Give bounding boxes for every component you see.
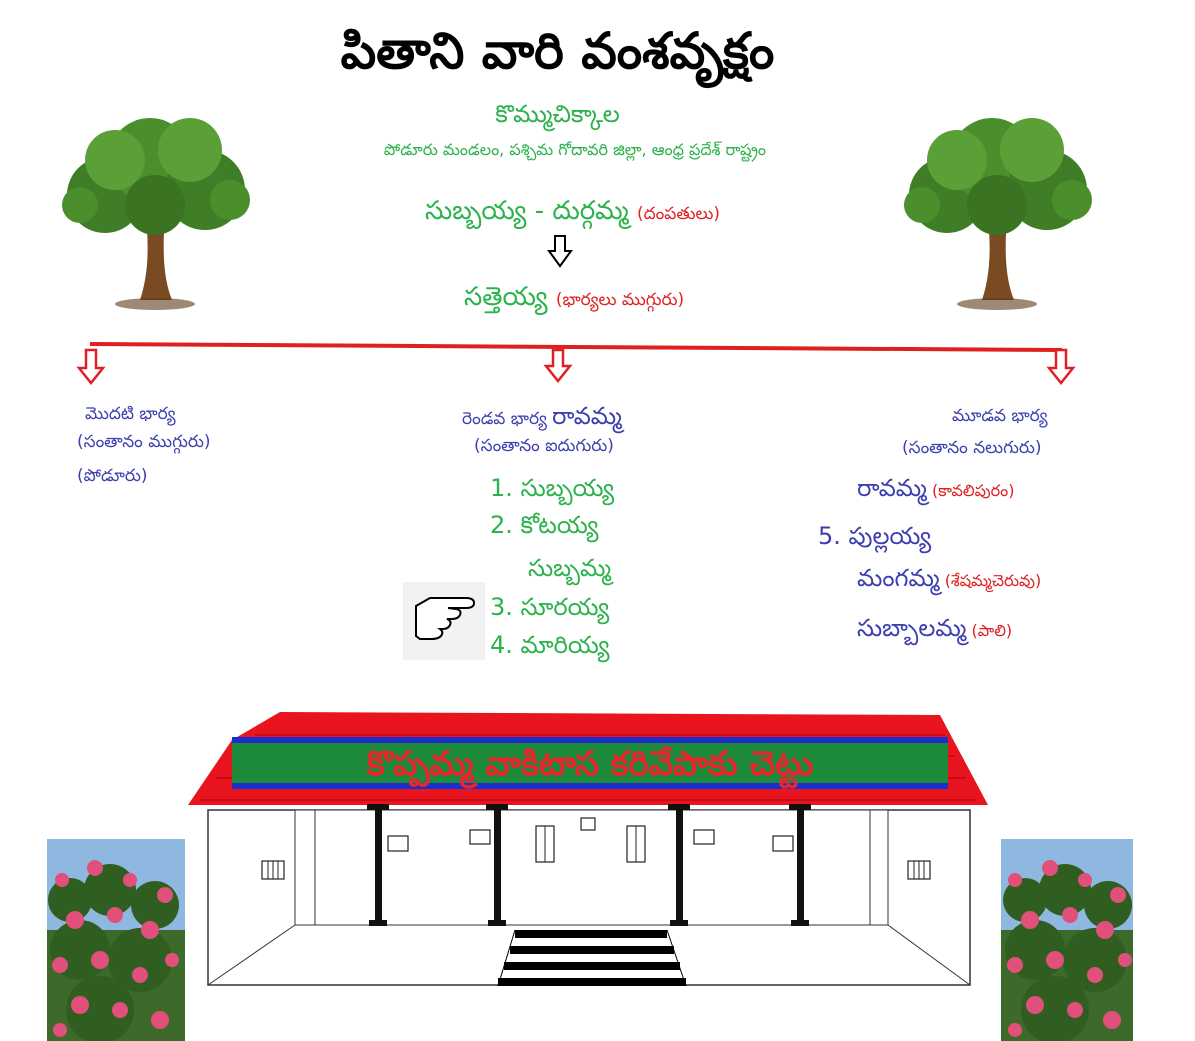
down-arrow-icon	[547, 235, 573, 268]
child-name: మంగమ్మ	[857, 564, 940, 592]
wife-1-label: మొదటి భార్య	[85, 404, 176, 424]
wife-3-child: రావమ్మ (కావలిపురం)	[857, 474, 1014, 508]
page-title: పితాని వారి వంశవృక్షం	[340, 22, 775, 80]
wife-2-children-count: (సంతానం ఐదుగురు)	[474, 436, 614, 456]
child-place: (కావలిపురం)	[931, 481, 1015, 500]
wife-1-place: (పోడూరు)	[77, 466, 148, 486]
child-name: రావమ్మ	[857, 474, 927, 502]
village-name: కొమ్ముచిక్కాల	[495, 100, 620, 128]
wife-3-child: మంగమ్మ (శేషమ్మచెరువు)	[857, 564, 1041, 598]
wife-3-child: 5. పుల్లయ్య	[818, 522, 931, 556]
wife-3-child: సుబ్బాలమ్మ (పాలి)	[857, 614, 1012, 648]
child-place: (పాలి)	[971, 621, 1013, 640]
wife-2-label: రెండవ భార్య	[462, 409, 547, 429]
wife-3-children-count: (సంతానం నలుగురు)	[902, 438, 1042, 458]
child-name: 5. పుల్లయ్య	[818, 522, 932, 550]
root-couple: సుబ్బయ్య - దుర్గమ్మ (దంపతులు)	[425, 196, 720, 232]
wife-1-children-count: (సంతానం ముగ్గురు)	[77, 432, 211, 452]
house-banner-text: కొప్పమ్మ వాకిటాస కరివేపాకు చెట్టు	[366, 744, 814, 784]
flower-bush-image	[47, 839, 185, 1041]
wife-3-label: మూడవ భార్య	[952, 406, 1048, 426]
address-line: పోడూరు మండలం, పశ్చిమ గోదావరి జిల్లా, ఆంధ…	[383, 140, 767, 159]
family-connector	[76, 342, 1076, 386]
pointing-hand-icon	[403, 582, 485, 660]
son-name: సత్తెయ్య	[464, 282, 548, 312]
flower-bush-image	[1001, 839, 1133, 1041]
wife-2-child: సుబ్బమ్మ	[528, 554, 612, 582]
wife-2-name: రావమ్మ	[551, 402, 622, 430]
wife-2-child: 2. కోటయ్య	[490, 511, 599, 539]
wife-2-header: రెండవ భార్య రావమ్మ	[462, 402, 622, 436]
son-note: (భార్యలు ముగ్గురు)	[555, 290, 685, 310]
tree-icon	[62, 118, 250, 310]
child-name: సుబ్బాలమ్మ	[857, 614, 967, 642]
wife-2-child: 4. మారియ్య	[490, 631, 610, 659]
couple-note: (దంపతులు)	[637, 204, 721, 224]
wife-2-child: 3. సూరయ్య	[490, 593, 610, 621]
wife-2-child: 1. సుబ్బయ్య	[490, 474, 615, 502]
son-node: సత్తెయ్య (భార్యలు ముగ్గురు)	[464, 282, 684, 318]
tree-icon	[904, 118, 1092, 310]
couple-names: సుబ్బయ్య - దుర్గమ్మ	[425, 196, 629, 226]
child-place: (శేషమ్మచెరువు)	[944, 571, 1042, 590]
house-illustration	[188, 712, 988, 987]
